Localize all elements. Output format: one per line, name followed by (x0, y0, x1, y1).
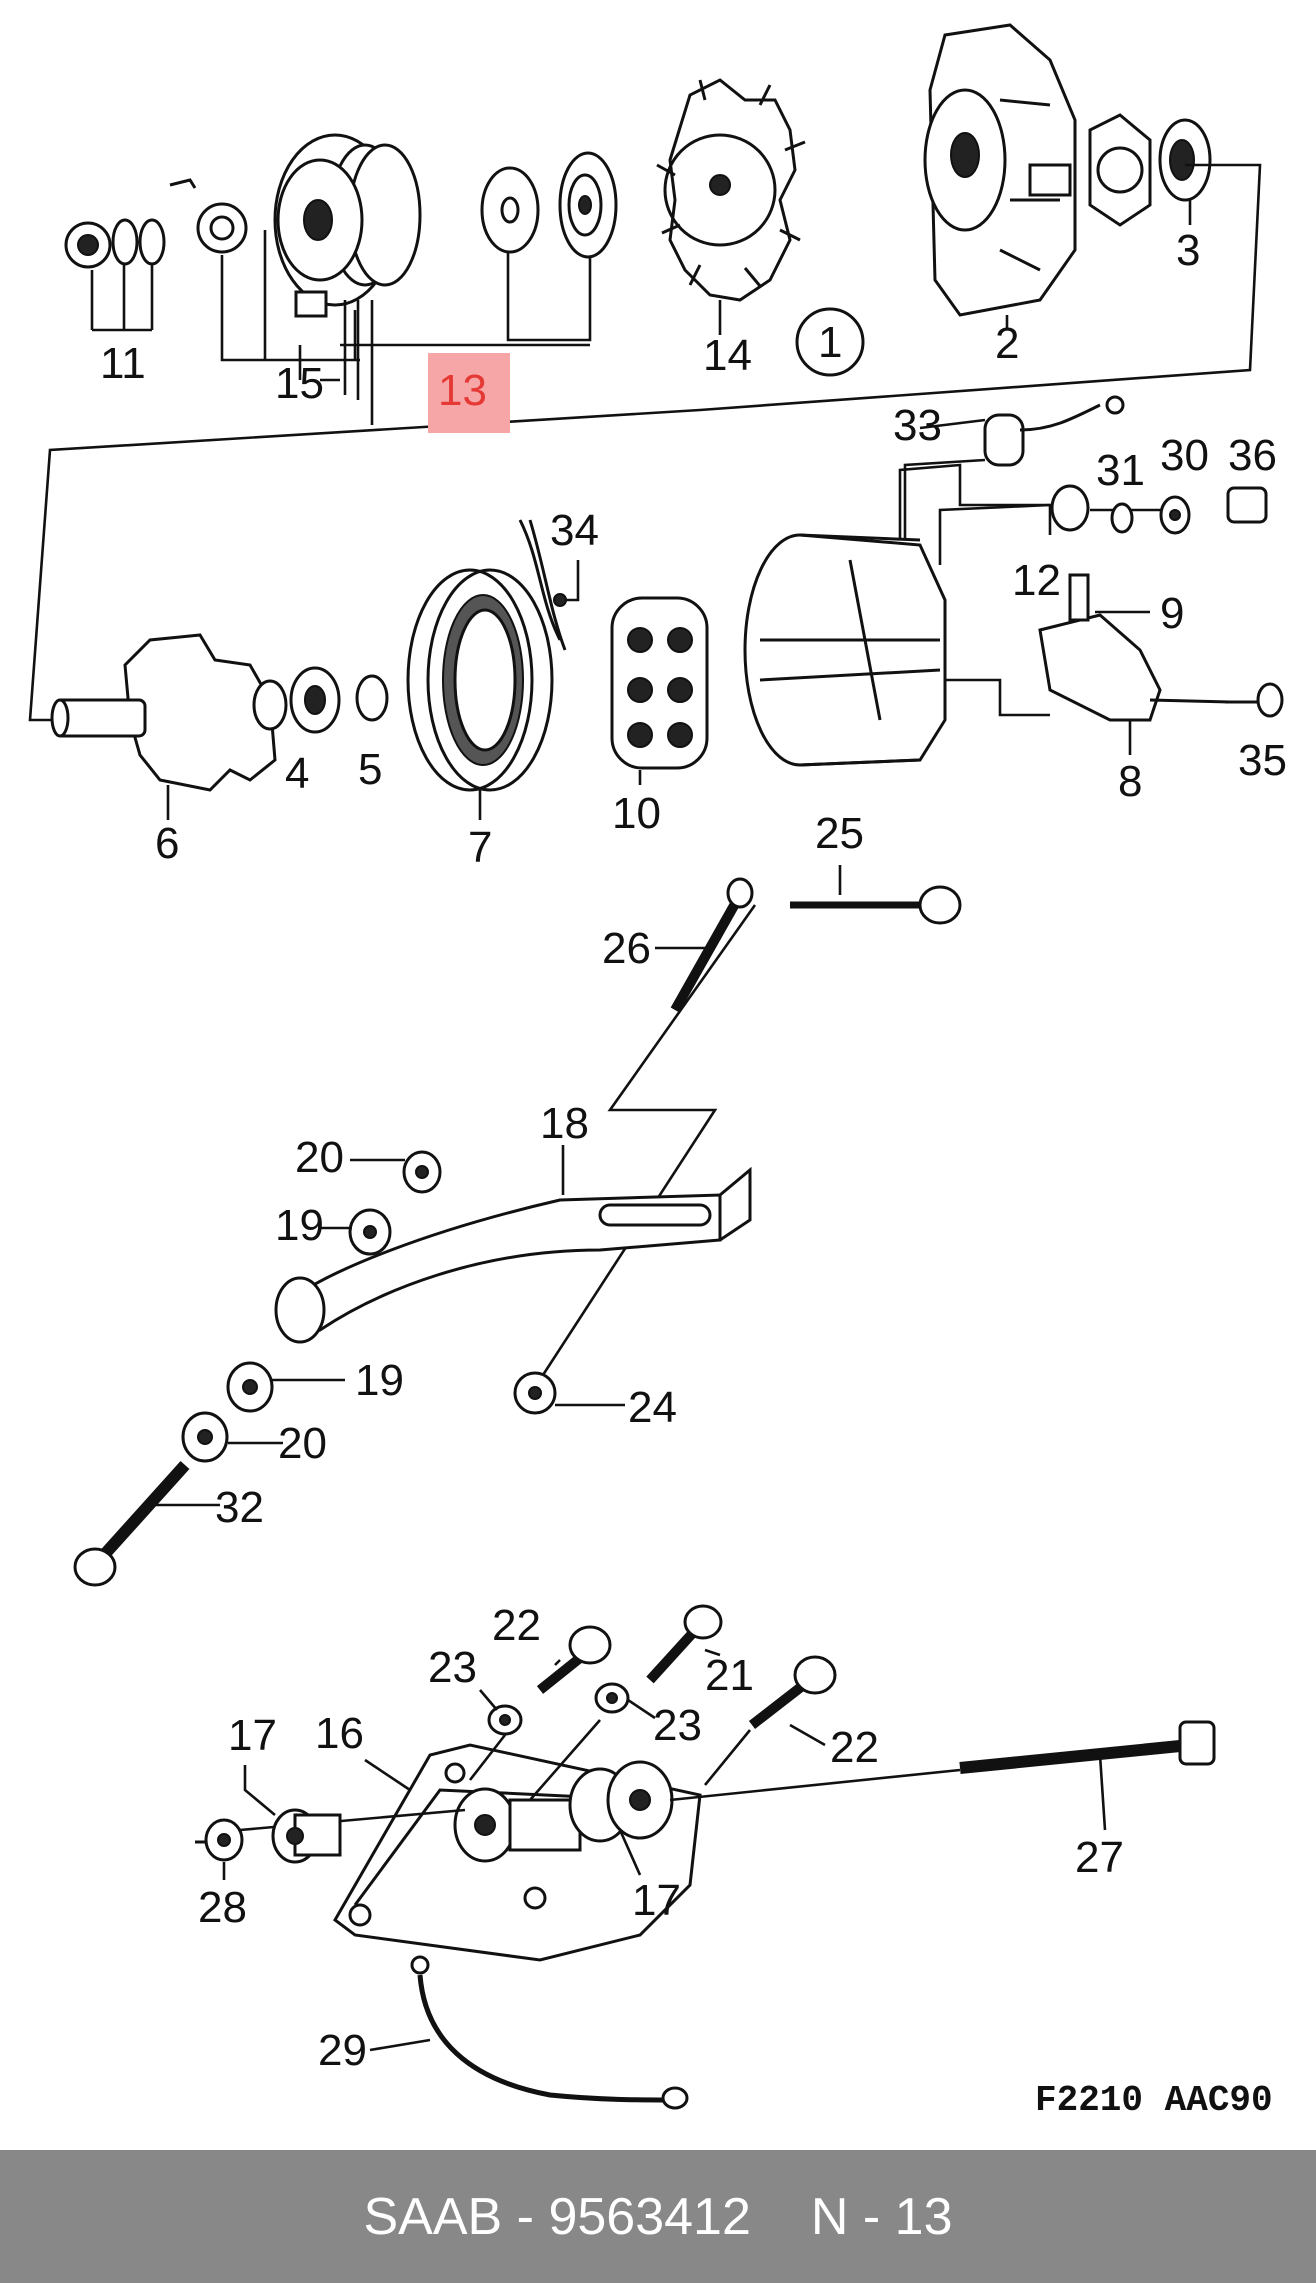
callout-28: 28 (198, 1883, 247, 1932)
highlight-box (428, 353, 510, 433)
exploded-parts-diagram: 11 15 13 14 1 2 3 33 31 30 36 12 9 34 4 … (28, 23, 1287, 2121)
callout-14: 14 (703, 331, 752, 380)
stator (406, 519, 567, 792)
callout-13: 13 (438, 366, 487, 415)
callout-8: 8 (1118, 757, 1142, 806)
callout-22-top: 22 (492, 1601, 541, 1650)
screw-34 (553, 560, 580, 607)
screw-35 (1225, 682, 1284, 718)
callout-5: 5 (358, 745, 382, 794)
diagram-reference: N - 13 (810, 2187, 953, 2246)
group-marker-circle (795, 307, 865, 377)
callout-23-left: 23 (428, 1643, 477, 1692)
callout-22-right: 22 (830, 1723, 879, 1772)
callout-3: 3 (1176, 226, 1200, 275)
rotor (50, 633, 288, 792)
slip-ring-end-housing (743, 533, 947, 767)
callout-20-bottom: 20 (278, 1419, 327, 1468)
callout-6: 6 (155, 819, 179, 868)
o-ring (355, 674, 389, 722)
bolt-25 (790, 885, 962, 925)
rectifier (610, 596, 709, 770)
footer-bar: SAAB - 9563412 N - 13 (0, 2150, 1316, 2283)
nut-30 (1159, 495, 1191, 535)
bushing-19-bottom (226, 1361, 274, 1413)
diagram-code: F2210 AAC90 (1035, 2080, 1273, 2121)
callout-4: 4 (285, 749, 309, 798)
rotor-bearing (289, 666, 341, 734)
bolt-27 (959, 1720, 1216, 1774)
callout-27: 27 (1075, 1833, 1124, 1882)
callout-25: 25 (815, 809, 864, 858)
callout-26: 26 (602, 924, 651, 973)
bolt-21 (646, 1604, 723, 1684)
bolt-22-right (748, 1655, 837, 1729)
brush-holder-cap (1050, 484, 1090, 532)
callout-19-top: 19 (275, 1201, 324, 1250)
washer-20-bottom (181, 1411, 229, 1463)
bushing-17-left (271, 1808, 342, 1864)
callout-34: 34 (550, 506, 599, 555)
callout-15: 15 (275, 359, 324, 408)
callout-20-top: 20 (295, 1133, 344, 1182)
spacer-washers (480, 151, 618, 259)
bearing (1158, 118, 1212, 202)
ground-strap (410, 1955, 689, 2110)
callout-32: 32 (215, 1483, 264, 1532)
callout-18: 18 (540, 1099, 589, 1148)
callout-29: 29 (318, 2026, 367, 2075)
callout-17-right: 17 (632, 1876, 681, 1925)
callout-19-bottom: 19 (355, 1356, 404, 1405)
callout-33: 33 (893, 401, 942, 450)
mounting-bushings (453, 1760, 674, 1863)
capacitor (983, 395, 1125, 467)
voltage-regulator (1038, 573, 1231, 722)
nut-24 (513, 1371, 557, 1415)
fan (656, 78, 806, 302)
part-number: SAAB - 9563412 (363, 2187, 751, 2246)
callout-12: 12 (1012, 556, 1061, 605)
bolt-22-top (536, 1625, 612, 1694)
cover-plate (1088, 113, 1152, 227)
callout-7: 7 (468, 823, 492, 872)
callout-2: 2 (995, 319, 1019, 368)
callout-17-left: 17 (228, 1711, 277, 1760)
callout-36: 36 (1228, 431, 1277, 480)
callout-35: 35 (1238, 736, 1287, 785)
cap-nut-36 (1226, 486, 1268, 524)
callout-11: 11 (100, 339, 146, 388)
bushing-19-top (348, 1208, 392, 1256)
callout-9: 9 (1160, 589, 1184, 638)
callout-10: 10 (612, 789, 661, 838)
callout-16: 16 (315, 1709, 364, 1758)
stud-26 (670, 877, 754, 1013)
callout-1: 1 (818, 318, 842, 367)
callout-21: 21 (705, 1651, 754, 1700)
washer-23-left (487, 1704, 523, 1736)
washer-20-top (402, 1150, 442, 1194)
nut-28 (195, 1818, 244, 1862)
callout-30: 30 (1160, 431, 1209, 480)
drive-end-housing (923, 23, 1077, 317)
callout-24: 24 (628, 1383, 677, 1432)
adjusting-bracket (274, 1166, 752, 1344)
nut-washer-stack (64, 178, 248, 269)
bolt-32 (73, 1460, 190, 1587)
washer-23-right (594, 1682, 630, 1714)
washer-31 (1110, 502, 1134, 534)
pulley (273, 133, 422, 318)
callout-23-right: 23 (653, 1701, 702, 1750)
callout-31: 31 (1096, 446, 1145, 495)
